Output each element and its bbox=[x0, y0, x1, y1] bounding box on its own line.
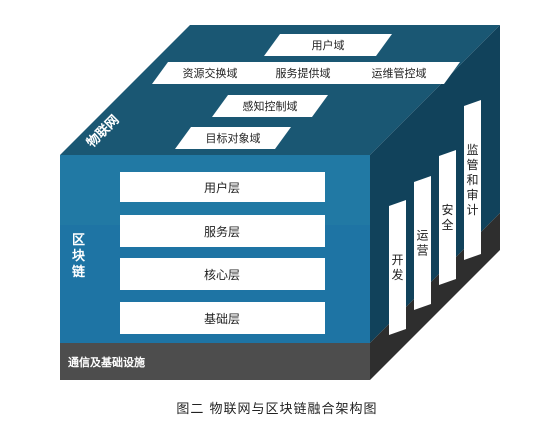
pillar-dev-label: 开发 bbox=[391, 253, 403, 282]
blockchain-layers: 用户层 服务层 核心层 基础层 bbox=[120, 172, 325, 334]
domain-user-label: 用户域 bbox=[312, 38, 345, 52]
blockchain-label-char: 区 bbox=[72, 233, 85, 248]
pillar-security-label: 安全 bbox=[441, 202, 453, 232]
pillar-ops-label: 运营 bbox=[416, 229, 428, 258]
layer-service-label: 服务层 bbox=[204, 224, 240, 239]
domain-resource-exchange-box bbox=[152, 62, 268, 84]
domain-sensing-control-box bbox=[212, 95, 328, 117]
pillar-audit-label: 监管和审计 bbox=[466, 143, 478, 217]
domain-user-box bbox=[264, 34, 392, 56]
layer-core-label: 核心层 bbox=[204, 268, 240, 282]
domain-target-object-box bbox=[175, 127, 291, 149]
domain-service-label: 服务提供域 bbox=[276, 66, 331, 80]
domain-resource-exchange-label: 资源交换域 bbox=[183, 66, 238, 80]
figure-caption: 图二 物联网与区块链融合架构图 bbox=[176, 402, 378, 417]
domain-ops-label: 运维管控域 bbox=[372, 66, 427, 80]
top-face bbox=[60, 25, 500, 155]
blockchain-label-char: 链 bbox=[71, 264, 86, 280]
infra-label: 通信及基础设施 bbox=[68, 355, 145, 369]
layer-base-box bbox=[120, 302, 325, 334]
blockchain-label-char: 块 bbox=[72, 248, 86, 264]
pillar-audit-box bbox=[464, 100, 481, 260]
pillar-dev-box bbox=[389, 200, 406, 335]
layer-user-label: 用户层 bbox=[204, 180, 240, 195]
layer-base-label: 基础层 bbox=[204, 312, 240, 326]
layer-user-box bbox=[120, 172, 325, 202]
pillar-security-box bbox=[439, 150, 456, 285]
domain-service-box bbox=[245, 62, 361, 84]
front-infra-band bbox=[60, 343, 370, 380]
blockchain-label: 区 块 链 bbox=[71, 233, 90, 280]
pillar-ops-box bbox=[414, 176, 431, 310]
domain-ops-box bbox=[338, 62, 460, 84]
domain-sensing-control-label: 感知控制域 bbox=[243, 99, 298, 113]
layer-core-box bbox=[120, 258, 325, 290]
domain-target-object-label: 目标对象域 bbox=[206, 131, 261, 145]
layer-service-box bbox=[120, 215, 325, 247]
